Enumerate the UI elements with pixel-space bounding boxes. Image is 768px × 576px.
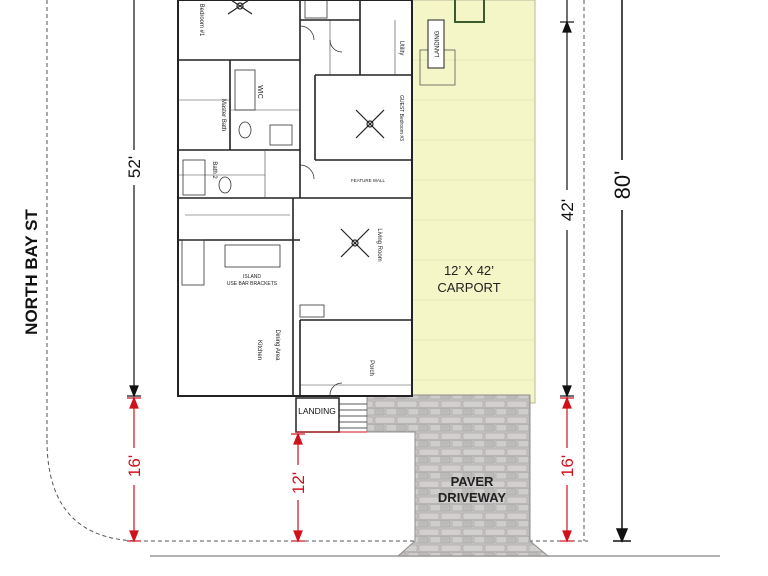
paver-driveway bbox=[366, 394, 550, 557]
room-label-bath2: Bath 2 bbox=[211, 161, 217, 179]
interior-walls bbox=[178, 0, 412, 396]
dim-label-left-52: 52' bbox=[125, 156, 144, 178]
room-label-kitchen: Kitchen bbox=[256, 340, 262, 360]
dim-right-16 bbox=[560, 396, 574, 543]
landing-label-left: LANDING bbox=[298, 406, 336, 416]
thin-lines bbox=[178, 20, 412, 386]
dim-left-52 bbox=[127, 0, 141, 398]
room-label-feature-wall: FEATURE WALL bbox=[351, 178, 386, 183]
driveway-label-2: DRIVEWAY bbox=[438, 490, 506, 505]
room-label-wic: WIC bbox=[256, 85, 263, 99]
carport-label-size: 12’ X 42’ bbox=[444, 263, 494, 278]
fixtures bbox=[181, 0, 456, 396]
room-label-guest-bed: GUEST Bedroom #3 bbox=[398, 95, 404, 141]
driveway-label-1: PAVER bbox=[451, 474, 494, 489]
room-label-dining: Dining Area bbox=[274, 329, 280, 361]
dim-label-left-16: 16' bbox=[125, 455, 144, 477]
dim-far-right-80 bbox=[613, 0, 631, 543]
room-label-porch: Porch bbox=[368, 360, 374, 376]
dim-label-right-42: 42' bbox=[558, 199, 577, 221]
fan-icon bbox=[355, 109, 385, 139]
street-label: NORTH BAY ST bbox=[22, 209, 41, 335]
room-label-island-note: USE BAR BRACKETS bbox=[227, 281, 278, 287]
room-label-island: ISLAND bbox=[243, 274, 261, 280]
dim-right-42 bbox=[560, 0, 574, 398]
carport-shed-outline bbox=[454, 0, 485, 23]
landing-label-right: LANDING bbox=[435, 30, 441, 57]
carport-label: CARPORT bbox=[437, 280, 500, 295]
room-label-utility: Utility bbox=[398, 41, 404, 56]
dim-mid-12 bbox=[291, 432, 305, 543]
property-line bbox=[46, 0, 588, 542]
fan-icon bbox=[227, 0, 253, 15]
fan-icon bbox=[340, 228, 370, 258]
landing-steps bbox=[339, 403, 367, 429]
dim-label-far-right-80: 80' bbox=[610, 171, 635, 200]
dim-label-right-16: 16' bbox=[558, 455, 577, 477]
room-label-bedroom1: Bedroom #1 bbox=[198, 4, 204, 37]
landing-box-left bbox=[295, 397, 340, 433]
room-label-living: Living Room bbox=[376, 228, 382, 261]
dim-label-mid-12: 12' bbox=[289, 472, 308, 494]
landing-box-right bbox=[427, 19, 445, 69]
carport-lines bbox=[412, 59, 535, 381]
dim-left-16 bbox=[127, 396, 141, 543]
room-label-master-bath: Master Bath bbox=[220, 99, 226, 131]
